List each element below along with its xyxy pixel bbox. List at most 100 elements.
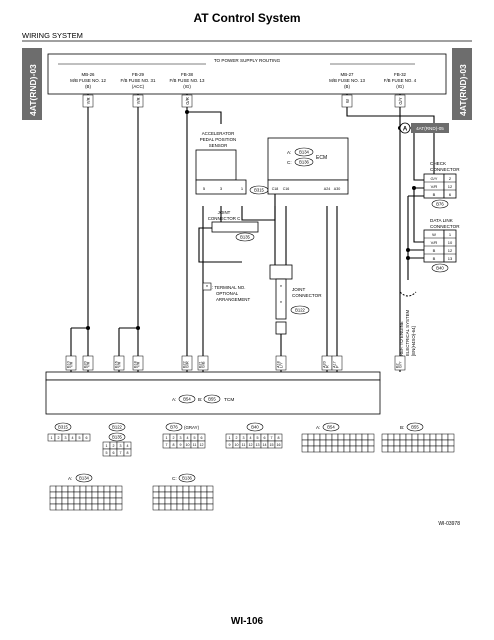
connector-cell-label: 10: [186, 443, 190, 447]
connector-cell: [176, 491, 184, 499]
connector-cell: [319, 445, 327, 453]
connector-cell: [337, 445, 345, 453]
connector-cell-label: 16: [277, 443, 281, 447]
connector-cell: [115, 485, 123, 493]
connector-cell-label: 1: [166, 436, 168, 440]
connector-cell-label: 7: [120, 451, 122, 455]
connector-cell-label: 4: [72, 436, 74, 440]
connector-cell: [164, 503, 172, 511]
connector-cell: [319, 439, 327, 447]
connector-cell: [435, 445, 443, 453]
connector-cell: [115, 497, 123, 505]
connector-cell: [423, 439, 431, 447]
connector-cell: [381, 433, 389, 441]
joint-connector-label-1: JOINT: [292, 287, 305, 292]
tcm-wire-color: G/Y: [399, 361, 403, 368]
connector-cell: [109, 503, 117, 511]
connector-cell: [337, 439, 345, 447]
connector-cell-label: 2: [113, 444, 115, 448]
connector-cell-label: 11: [193, 443, 197, 447]
ground-ref-line-2: ELECTRICAL SYSTEM: [405, 309, 410, 356]
connector-cell: [355, 439, 363, 447]
connector-cell: [194, 491, 202, 499]
connector-cell: [103, 497, 111, 505]
connector-cell-label: 15: [270, 443, 274, 447]
joint-connector-head: [269, 264, 293, 280]
tcm-conn-a-label: A:: [172, 397, 176, 402]
connector-cell: [194, 485, 202, 493]
connector-cell-label: 8: [278, 436, 280, 440]
connector-cell: [97, 491, 105, 499]
connector-cell: [91, 485, 99, 493]
connector-cell: [367, 439, 375, 447]
connector-cell: [206, 497, 214, 505]
connector-cell: [423, 433, 431, 441]
connector-cell: [164, 497, 172, 505]
tcm-wire-color: Y/R: [70, 361, 74, 368]
connector-cell: [152, 491, 160, 499]
wire-yr-2: [118, 94, 139, 372]
connector-cell: [115, 491, 123, 499]
connector-cell-label: 4: [187, 436, 189, 440]
tcm-wire-tag: [113, 355, 125, 371]
fuse-2-name: FB-29: [132, 72, 145, 77]
ecm-pin: C18: [272, 187, 279, 191]
section-label: WIRING SYSTEM: [22, 31, 83, 40]
wire-tag-label: W: [345, 99, 350, 103]
connector-cell-label: 5: [79, 436, 81, 440]
tcm-pin-number: A20: [323, 361, 327, 368]
fuse-5-name: FB-32: [394, 72, 407, 77]
connector-cell: [152, 503, 160, 511]
view-b122-tag: [108, 422, 126, 432]
dlc-row-pin: 1: [449, 232, 452, 237]
fuse-3-source: (IG): [183, 84, 191, 89]
ground-ref-line-3: [EN(H4SO)-64]: [411, 326, 416, 356]
connector-cell: [405, 439, 413, 447]
connector-cell-label: 6: [201, 436, 203, 440]
connector-cell-label: 4: [250, 436, 252, 440]
connector-cell: [399, 433, 407, 441]
fuse-5-desc: F/B FUSE NO. 4: [384, 78, 417, 83]
connector-cell: [381, 439, 389, 447]
connector-cell: [301, 433, 309, 441]
connector-cell: [67, 485, 75, 493]
sensor-pin: 3: [220, 186, 223, 191]
tcm-conn-b-label: B:: [198, 397, 202, 402]
connector-cell: [49, 491, 57, 499]
dlc-row-color: B: [433, 256, 436, 261]
connector-cell: [91, 497, 99, 505]
connector-cell: [274, 440, 283, 449]
dlc-row-pin: 10: [448, 240, 453, 245]
view-b136-tag: [178, 473, 196, 483]
tcm-wire-color: G/B: [202, 361, 206, 368]
view-b55-name: B55: [411, 425, 419, 430]
connector-cell: [331, 445, 339, 453]
data-link-connector: DATA LINK CONNECTOR W 1 V/R 10 B 12 B 13…: [423, 218, 460, 273]
connector-cell: [55, 503, 63, 511]
connector-cell: [158, 497, 166, 505]
connector-cell: [103, 491, 111, 499]
tcm-pin-number: B20: [84, 361, 88, 368]
fuse-2-source: (ACC): [132, 84, 145, 89]
view-b135-name: B135: [112, 435, 122, 440]
connector-cell: [331, 439, 339, 447]
connector-cell: [331, 433, 339, 441]
connector-cell: [115, 503, 123, 511]
connector-cell-label: 1: [106, 444, 108, 448]
connector-cell: [152, 497, 160, 505]
view-b315-tag: [54, 422, 72, 432]
tcm-wire-tag: [82, 355, 94, 371]
connector-cell: [411, 439, 419, 447]
wire-w: [346, 94, 435, 190]
connector-cell: [387, 445, 395, 453]
connector-cell: [67, 497, 75, 505]
connector-cell: [79, 491, 87, 499]
view-b134-label: A:: [68, 476, 72, 481]
connector-cell-label: 8: [127, 451, 129, 455]
terminal-note-symbol: *: [206, 285, 208, 291]
sensor-label-3: SENSOR: [209, 143, 228, 148]
tcm-pin-number: B10: [67, 361, 71, 368]
wire-tag-label: G/Y: [398, 97, 403, 104]
view-b122-name: B122: [112, 425, 122, 430]
connector-cell: [393, 433, 401, 441]
